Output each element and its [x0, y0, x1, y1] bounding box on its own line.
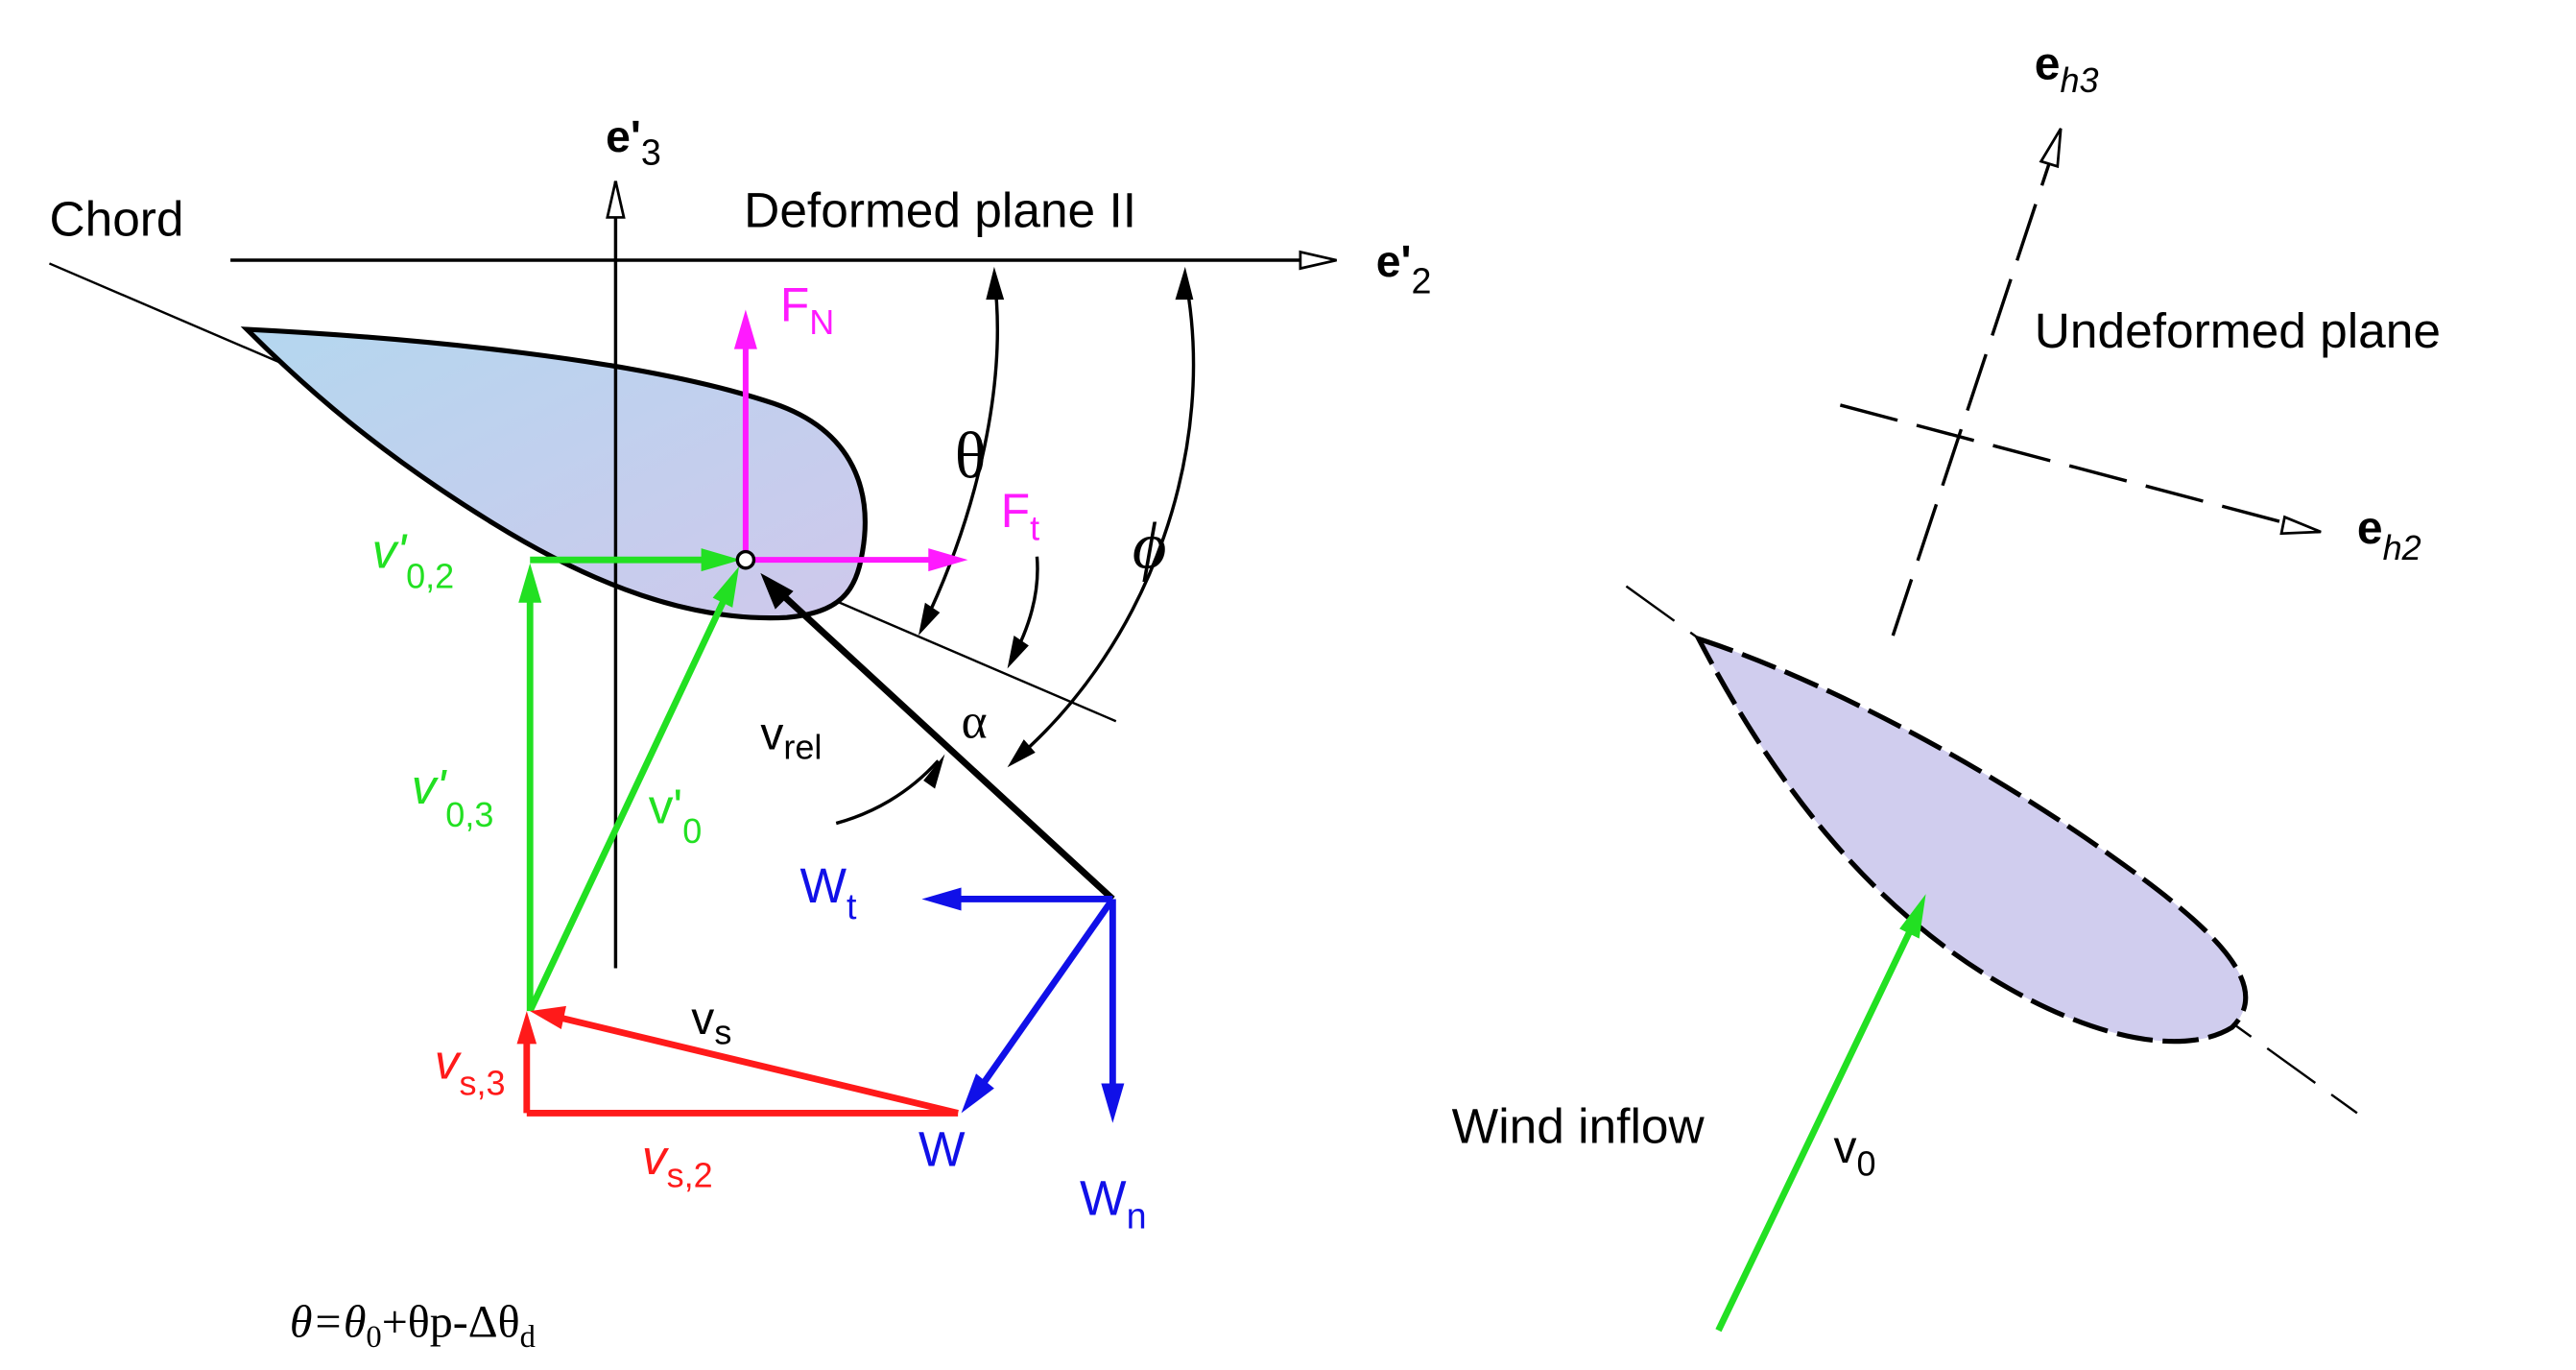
vs-arrowhead — [530, 1005, 566, 1029]
e2p-arrowhead — [1299, 250, 1337, 271]
theta-arc — [919, 276, 999, 630]
eh3-arrowhead — [2039, 128, 2063, 169]
alpha-label: α — [962, 694, 988, 749]
v0p-arrowhead — [712, 566, 740, 608]
eh2-axis — [1839, 403, 2289, 526]
w-arrowhead — [961, 1073, 994, 1114]
vs3-label: vs,3 — [435, 1033, 506, 1102]
pivot-point — [735, 549, 756, 570]
deformed-airfoil — [240, 326, 868, 621]
theta-arc-arrow-bottom — [918, 602, 941, 637]
wt-label: Wt — [799, 857, 857, 926]
ft-label: Ft — [1001, 484, 1039, 548]
fn-label: FN — [780, 277, 834, 342]
vs-label: vs — [691, 994, 731, 1051]
v0-arrowhead — [1899, 894, 1926, 939]
eh2-arrowhead — [2279, 515, 2322, 536]
eh3-axis — [1891, 157, 2053, 637]
vrel-arrowhead — [760, 572, 794, 610]
e2p-label: e'2 — [1376, 236, 1432, 300]
v0-label: v0 — [1834, 1122, 1876, 1184]
wn-label: Wn — [1080, 1170, 1147, 1237]
wind-inflow-label: Wind inflow — [1452, 1097, 1705, 1153]
eh3-label: eh3 — [2035, 38, 2099, 100]
wt-arrowhead — [921, 887, 962, 911]
vs3-arrowhead — [516, 1011, 537, 1045]
v0-arrow-shaft — [1715, 924, 1916, 1333]
chord-label: Chord — [49, 190, 183, 246]
vrel-label: vrel — [760, 709, 822, 766]
phi-arc — [1013, 276, 1196, 762]
phi-arc-arrow-top — [1175, 266, 1194, 300]
v02-arrowhead — [701, 548, 741, 572]
w-label: W — [918, 1120, 966, 1176]
v03-label: v'0,3 — [412, 758, 494, 834]
v03-arrowhead — [518, 563, 542, 603]
e3p-arrowhead — [606, 180, 626, 219]
theta-formula: θ=θ0+θp-Δθd — [290, 1297, 536, 1355]
v02-label: v'0,2 — [372, 523, 455, 596]
v0p-label: v'0 — [649, 779, 703, 852]
vs-arrow-shaft — [559, 1014, 959, 1117]
phi-label: ϕ — [1133, 510, 1167, 583]
ft-arrowhead — [928, 548, 968, 572]
theta-arc-arrow-top — [986, 266, 1005, 300]
fn-arrowhead — [733, 309, 757, 349]
vrel-arrow-shaft — [777, 589, 1115, 901]
eh2-label: eh2 — [2357, 503, 2421, 567]
deformed-plane-label: Deformed plane II — [744, 182, 1136, 238]
v0p-arrow-shaft — [527, 597, 727, 1013]
w-arrow-shaft — [978, 897, 1116, 1089]
undeformed-plane-label: Undeformed plane — [2035, 302, 2441, 358]
ft-angle-arrow — [1007, 636, 1029, 669]
wn-arrowhead — [1101, 1083, 1125, 1123]
phi-arc-arrow-bottom — [1007, 739, 1036, 768]
alpha-arc — [835, 759, 940, 826]
alpha-arc-arrow — [923, 754, 945, 789]
theta-label: θ — [955, 419, 987, 492]
e3p-label: e'3 — [606, 111, 661, 173]
undeformed-airfoil — [1693, 635, 2249, 1045]
vs2-label: vs,2 — [642, 1129, 713, 1195]
